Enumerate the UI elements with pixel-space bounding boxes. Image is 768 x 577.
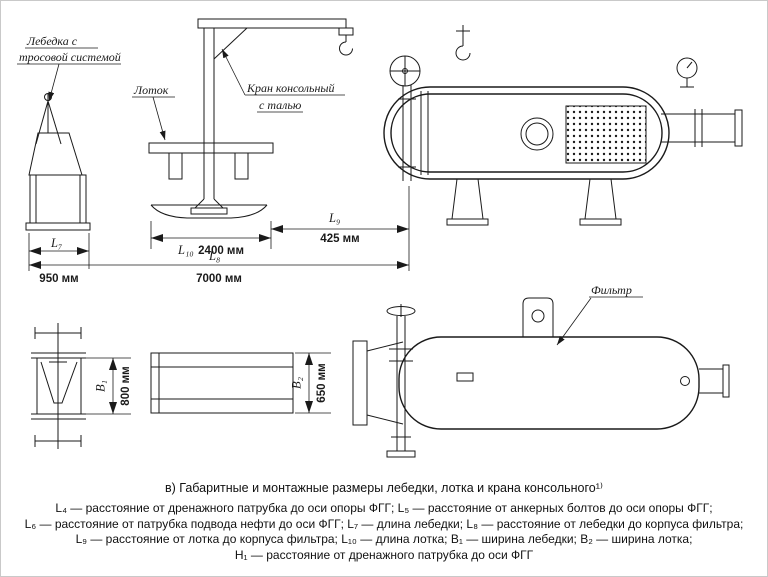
dimension-value-l8: 7000 мм <box>196 273 242 285</box>
bottom-dimension-lines <box>83 352 331 415</box>
figure-caption: в) Габаритные и монтажные размеры лебедк… <box>165 481 603 495</box>
legend-line-3: L₉ — расстояние от лотка до корпуса филь… <box>75 532 693 546</box>
legend-line-1: L₄ — расстояние от дренажного патрубка д… <box>55 501 713 515</box>
dimension-value-b2: 650 мм <box>316 363 328 403</box>
legend: L₄ — расстояние от дренажного патрубка д… <box>1 501 767 563</box>
legend-line-4: H₁ — расстояние от дренажного патрубка д… <box>234 547 534 562</box>
filter-shell-art <box>398 336 700 430</box>
winch-front-view-art <box>25 93 91 231</box>
dimension-label-l8: L₈ <box>209 249 221 263</box>
filter-fittings-art <box>352 297 730 458</box>
dimension-value-l7: 950 мм <box>39 273 79 285</box>
dimension-value-l9: 425 мм <box>320 233 360 245</box>
winch-top-view-art <box>31 323 86 449</box>
tray-label: Лоток <box>134 83 169 97</box>
winch-label-line2: тросовой системой <box>19 50 121 64</box>
legend-line-2: L₆ — расстояние от патрубка подвода нефт… <box>24 516 744 531</box>
tray-front-view-art <box>148 142 274 219</box>
dimension-value-l10: 2400 мм <box>198 245 244 257</box>
top-dimension-lines <box>28 186 410 271</box>
dimension-label-b2: B₂ <box>289 377 304 389</box>
dimension-label-l10: L₁₀ <box>178 243 194 257</box>
crane-art <box>190 18 354 215</box>
tray-crane-callout-leaders <box>132 48 345 141</box>
dimension-value-b1: 800 мм <box>120 366 132 406</box>
tray-top-view-art <box>150 352 294 414</box>
filter-label: Фильтр <box>591 283 632 297</box>
dimension-label-b1: B₁ <box>93 380 108 392</box>
crane-label-line2: с талью <box>259 98 302 112</box>
crane-label-line1: Кран консольный <box>247 81 335 95</box>
vessel-shell-art <box>383 86 670 180</box>
filter-callout-leader <box>556 296 643 346</box>
dimension-l10: L₁₀ 2400 мм <box>151 241 271 259</box>
dimension-label-l9: L₉ <box>329 211 341 225</box>
vessel-fittings-art <box>389 25 743 226</box>
winch-label-line1: Лебедка с <box>27 34 78 48</box>
dimension-label-l7: L₇ <box>51 236 63 250</box>
